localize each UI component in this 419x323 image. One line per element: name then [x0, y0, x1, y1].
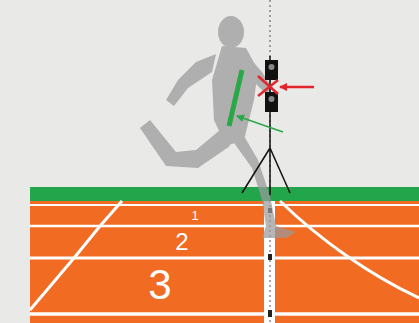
- sight-lines: [258, 76, 314, 96]
- lane-lines: [30, 201, 419, 314]
- track-surface: [30, 201, 419, 323]
- torso-arrow: [237, 116, 283, 132]
- infield-band: [30, 187, 419, 201]
- lane-number: 3: [148, 264, 171, 306]
- lane-number: 2: [175, 230, 188, 254]
- finish-plane: [270, 0, 271, 323]
- runner-silhouette: [140, 16, 296, 238]
- lane-number: 1: [191, 209, 198, 222]
- ground: [0, 0, 30, 323]
